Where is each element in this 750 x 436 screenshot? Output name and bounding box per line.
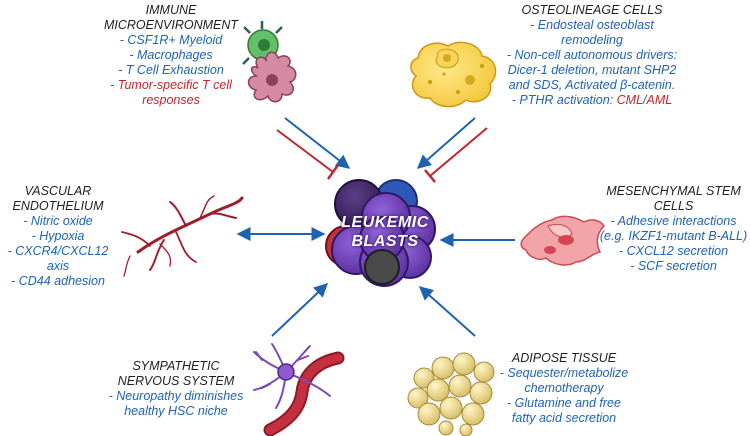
adipose-tissue-text: ADIPOSE TISSUE - Sequester/metabolize ch… (494, 351, 634, 426)
blasts-line-1: LEUKEMIC (341, 214, 429, 231)
adipose-tissue-illustration (407, 352, 495, 436)
sympathetic-nerve-illustration (253, 343, 345, 436)
vascular-item: - CD44 adhesion (11, 274, 105, 288)
adipose-item: chemotherapy (524, 381, 604, 395)
osteo-line: Dicer-1 deletion, mutant SHP2 (507, 63, 677, 77)
immune-inhibition-line (276, 129, 334, 173)
vascular-item: - Nitric oxide (23, 214, 93, 228)
leukemic-blasts-label: LEUKEMIC BLASTS (329, 213, 441, 251)
osteo-line: - Non-cell autonomous drivers: (506, 48, 678, 62)
vascular-endothelium-illustration (121, 195, 244, 277)
leukemic-blasts-illustration (325, 179, 436, 287)
osteo-line: and SDS, Activated β-catenin. (508, 78, 676, 92)
sympathetic-title-line-1: SYMPATHETIC (132, 359, 220, 373)
immune-red-item-line-1: - Tumor-specific T cell (110, 78, 232, 92)
adipose-item: - Glutamine and free (507, 396, 621, 410)
msc-title-line-1: MESENCHYMAL STEM (606, 184, 741, 198)
msc-item: - CXCL12 secretion (618, 244, 729, 258)
osteolineage-text: OSTEOLINEAGE CELLS - Endosteal osteoblas… (492, 3, 692, 108)
msc-title-line-2: CELLS (653, 199, 694, 213)
blasts-line-2: BLASTS (351, 233, 419, 250)
immune-activation-arrow (284, 117, 351, 169)
osteo-line: - Endosteal osteoblast (530, 18, 654, 32)
msc-item: - Adhesive interactions (610, 214, 737, 228)
immune-title-line-1: IMMUNE (145, 3, 197, 17)
adipose-item: fatty acid secretion (511, 411, 617, 425)
sympathetic-title-line-2: NERVOUS SYSTEM (117, 374, 235, 388)
adipose-title: ADIPOSE TISSUE (511, 351, 617, 365)
immune-red-item-line-2: responses (142, 93, 200, 107)
pthr-text: - PTHR activation: (511, 93, 617, 107)
immune-microenvironment-text: IMMUNE MICROENVIRONMENT - CSF1R+ Myeloid… (96, 3, 246, 108)
msc-item: - SCF secretion (630, 259, 717, 273)
immune-cells-illustration (242, 21, 297, 103)
osteo-line: remodeling (561, 33, 623, 47)
sympathetic-nervous-system-text: SYMPATHETIC NERVOUS SYSTEM - Neuropathy … (108, 359, 244, 419)
vascular-title-line-2: ENDOTHELIUM (12, 199, 104, 213)
vascular-item: - CXCR4/CXCL12 axis (7, 244, 109, 273)
aml-text: AML (646, 93, 673, 107)
vascular-title-line-1: VASCULAR (24, 184, 92, 198)
vascular-item: - Hypoxia (31, 229, 85, 243)
adipose-item: - Sequester/metabolize (499, 366, 629, 380)
osteo-pthr-line: - PTHR activation: CML/AML (492, 93, 692, 108)
immune-item: - Macrophages (129, 48, 213, 62)
sympathetic-arrow (271, 283, 329, 337)
mesenchymal-stem-cells-text: MESENCHYMAL STEM CELLS - Adhesive intera… (597, 184, 750, 274)
osteo-title: OSTEOLINEAGE CELLS (521, 3, 663, 17)
sympathetic-item: healthy HSC niche (124, 404, 228, 418)
osteo-activation-arrow (416, 117, 476, 169)
immune-title-line-2: MICROENVIRONMENT (103, 18, 239, 32)
slash-text: / (643, 93, 647, 107)
immune-inhibition-bar (326, 164, 340, 180)
sympathetic-item: - Neuropathy diminishes (108, 389, 244, 403)
immune-item: - CSF1R+ Myeloid (119, 33, 223, 47)
arrows (236, 117, 515, 337)
immune-item: - T Cell Exhaustion (118, 63, 224, 77)
vascular-endothelium-text: VASCULAR ENDOTHELIUM - Nitric oxide - Hy… (0, 184, 116, 289)
mesenchymal-stem-cells-illustration (520, 215, 605, 266)
cml-text: CML (616, 93, 644, 107)
msc-item: (e.g. IKZF1-mutant B-ALL) (599, 229, 748, 243)
osteolineage-cells-illustration (410, 41, 497, 108)
osteo-inhibition-bar (424, 169, 436, 183)
adipose-arrow (418, 286, 476, 337)
osteo-inhibition-line (429, 127, 488, 177)
